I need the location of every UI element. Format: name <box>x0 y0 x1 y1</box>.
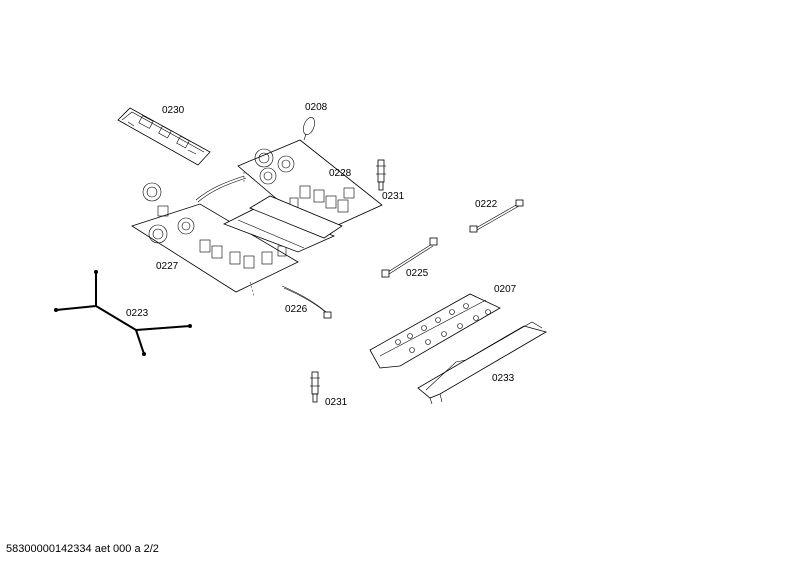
label-0228: 0228 <box>329 168 352 179</box>
part-0228-power-board <box>237 139 383 235</box>
part-0227-main-board <box>131 182 343 297</box>
part-0207-key-board <box>369 293 501 369</box>
label-0208: 0208 <box>305 102 328 113</box>
label-0233: 0233 <box>492 373 515 384</box>
label-0207: 0207 <box>494 284 517 295</box>
label-0223: 0223 <box>126 308 149 319</box>
part-0231-connector-pin-upper <box>376 159 386 191</box>
label-0225: 0225 <box>406 268 429 279</box>
label-0230: 0230 <box>162 105 185 116</box>
part-cable-upper <box>195 175 247 203</box>
document-footer: 58300000142334 aet 000 a 2/2 <box>6 543 159 555</box>
label-0226: 0226 <box>285 304 308 315</box>
part-0226-cable <box>281 285 332 319</box>
part-0225-wire <box>381 237 438 278</box>
part-0223-cable-tree <box>54 270 192 356</box>
label-0231-lower: 0231 <box>325 397 348 408</box>
label-0222: 0222 <box>475 199 498 210</box>
part-0231-connector-pin-lower <box>310 371 320 403</box>
part-0208-ring-clip <box>303 117 315 141</box>
part-0222-wire <box>469 199 524 233</box>
part-0230-board-strip <box>117 107 211 166</box>
part-0233-support-frame <box>417 321 548 405</box>
label-0231-upper: 0231 <box>382 191 405 202</box>
label-0227: 0227 <box>156 261 179 272</box>
